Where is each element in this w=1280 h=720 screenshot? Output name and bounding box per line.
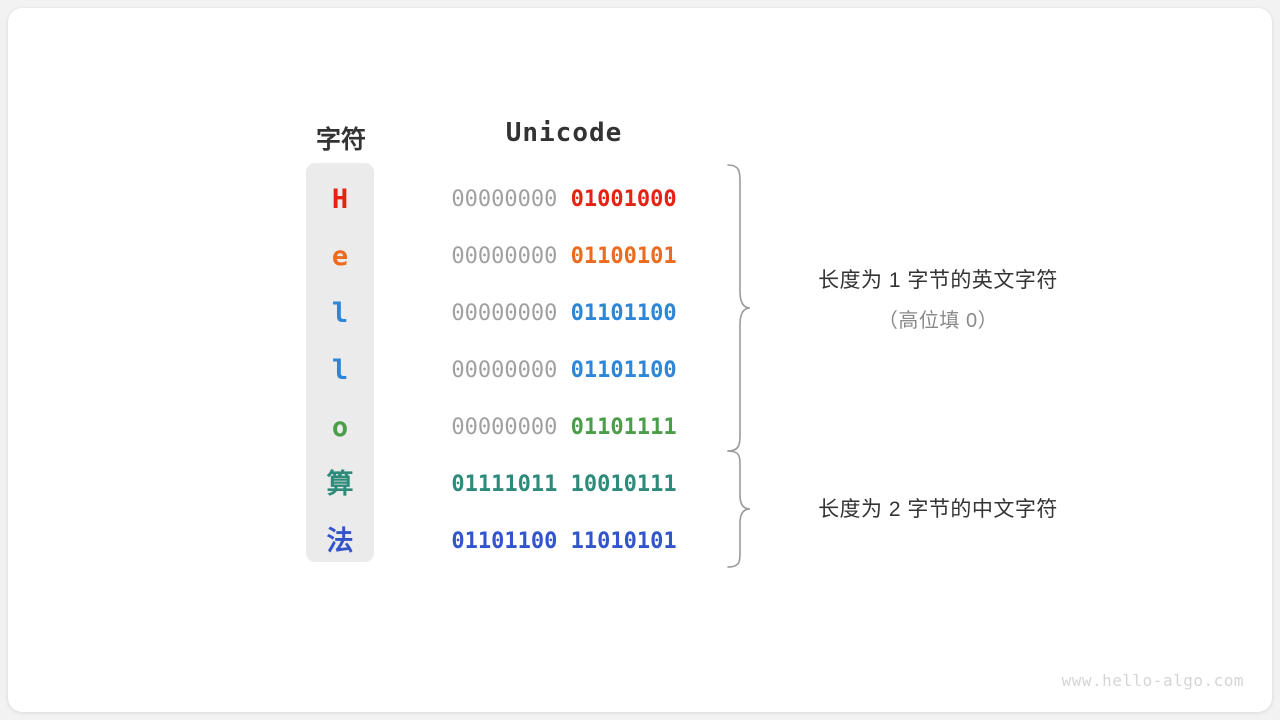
unicode-high-byte: 00000000	[451, 244, 558, 269]
annotation-ascii: 长度为 1 字节的英文字符 （高位填 0）	[768, 264, 1108, 333]
unicode-bits-cell: 00000000 01101100	[418, 342, 710, 399]
unicode-low-byte: 01001000	[570, 187, 677, 212]
annotation-ascii-sub: （高位填 0）	[877, 310, 999, 332]
brace-ascii-group	[727, 164, 751, 452]
character-cell: e	[331, 241, 349, 272]
brace-cjk-group	[727, 450, 751, 568]
unicode-bits-cell: 00000000 01101100	[418, 285, 710, 342]
unicode-low-byte: 01101100	[570, 301, 677, 326]
unicode-low-byte: 01101100	[570, 358, 677, 383]
unicode-high-byte: 00000000	[451, 187, 558, 212]
unicode-high-byte: 00000000	[451, 358, 558, 383]
unicode-bits-cell: 00000000 01100101	[418, 228, 710, 285]
unicode-low-byte: 01101111	[570, 415, 677, 440]
unicode-high-byte: 00000000	[451, 415, 558, 440]
unicode-bits-cell: 00000000 01001000	[418, 171, 710, 228]
watermark: www.hello-algo.com	[1061, 671, 1244, 690]
unicode-low-byte: 01100101	[570, 244, 677, 269]
character-cell: l	[331, 298, 349, 329]
unicode-bits-cell: 01111011 10010111	[418, 456, 710, 513]
unicode-low-byte: 01111011 10010111	[451, 472, 677, 497]
unicode-encoding-diagram: 字符 Unicode H 00000000 01001000 e 00000000 0…	[8, 8, 1272, 712]
figure-card: 字符 Unicode H 00000000 01001000 e 00000000 0…	[8, 8, 1272, 712]
annotation-ascii-main: 长度为 1 字节的英文字符	[818, 269, 1058, 292]
annotation-cjk: 长度为 2 字节的中文字符	[768, 493, 1108, 523]
annotation-cjk-main: 长度为 2 字节的中文字符	[818, 498, 1058, 521]
character-cell: o	[331, 412, 349, 443]
character-column-background	[306, 163, 374, 562]
character-cell: 法	[326, 526, 354, 556]
unicode-high-byte: 00000000	[451, 301, 558, 326]
character-cell: 算	[326, 469, 354, 499]
unicode-low-byte: 01101100 11010101	[451, 529, 677, 554]
character-cell: H	[331, 184, 349, 215]
character-cell: l	[331, 355, 349, 386]
column-header-unicode: Unicode	[505, 118, 623, 148]
column-header-character: 字符	[315, 126, 366, 154]
unicode-bits-cell: 00000000 01101111	[418, 399, 710, 456]
unicode-bits-cell: 01101100 11010101	[418, 513, 710, 570]
